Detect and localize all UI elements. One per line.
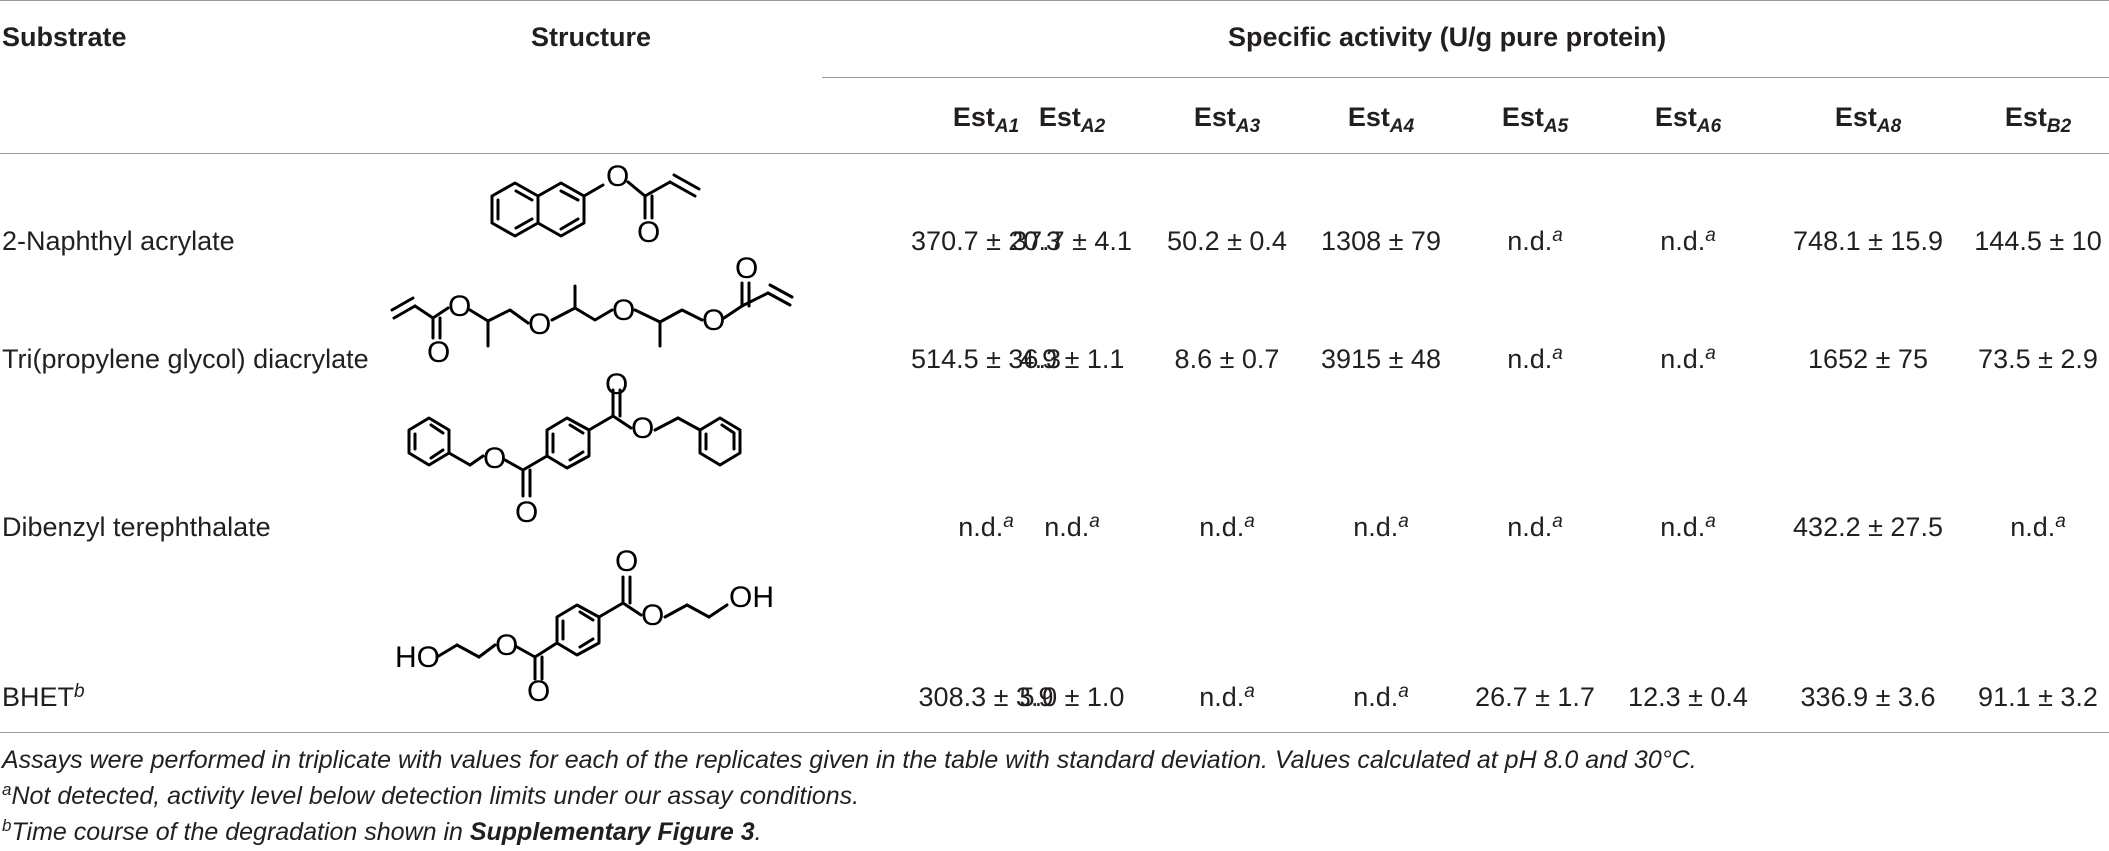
table-cell: n.d.a bbox=[1507, 343, 1563, 374]
table-cell: 91.1 ± 3.2 bbox=[1978, 682, 2098, 712]
table-cell: n.d.a bbox=[1353, 511, 1409, 542]
header-enzyme-a2: EstA2 bbox=[1038, 102, 1106, 137]
header-enzyme-a8: EstA8 bbox=[1834, 102, 1902, 137]
table-cell: n.d.a bbox=[1044, 511, 1100, 542]
oxygen-label: O bbox=[495, 629, 518, 662]
header-structure: Structure bbox=[531, 22, 652, 52]
footnote-a: aNot detected, activity level below dete… bbox=[2, 780, 860, 810]
structure-tri-propylene-glycol-diacrylate: O O O O O O bbox=[390, 252, 794, 369]
table-cell: 5.0 ± 1.0 bbox=[1019, 682, 1125, 712]
table-cell: 73.5 ± 2.9 bbox=[1978, 344, 2098, 374]
table-cell: n.d.a bbox=[1660, 225, 1716, 256]
hydroxyl-label: OH bbox=[729, 581, 774, 614]
table-cell: 4.9 ± 1.1 bbox=[1019, 344, 1125, 374]
oxygen-label: O bbox=[605, 368, 628, 401]
table-cell: 37.7 ± 4.1 bbox=[1012, 226, 1132, 256]
header-enzyme-a5: EstA5 bbox=[1501, 102, 1569, 137]
table-cell: n.d.a bbox=[1199, 511, 1255, 542]
substrate-name: Tri(propylene glycol) diacrylate bbox=[2, 344, 369, 374]
table-cell: 12.3 ± 0.4 bbox=[1628, 682, 1748, 712]
table-cell: n.d.a bbox=[1660, 511, 1716, 542]
substrate-name: Dibenzyl terephthalate bbox=[2, 512, 271, 542]
table-cell: 748.1 ± 15.9 bbox=[1793, 226, 1943, 256]
oxygen-label: O bbox=[612, 294, 635, 327]
oxygen-label: O bbox=[641, 599, 664, 632]
header-enzyme-a1: EstA1 bbox=[952, 102, 1020, 137]
header-enzyme-a6: EstA6 bbox=[1654, 102, 1722, 137]
table-cell: n.d.a bbox=[1353, 681, 1409, 712]
table-cell: 144.5 ± 10 bbox=[1974, 226, 2102, 256]
table-cell: n.d.a bbox=[958, 511, 1014, 542]
oxygen-label: O bbox=[448, 290, 471, 323]
oxygen-label: O bbox=[606, 160, 629, 193]
header-enzyme-b2: EstB2 bbox=[2004, 102, 2072, 137]
header-enzyme-a3: EstA3 bbox=[1193, 102, 1261, 137]
footnote-main: Assays were performed in triplicate with… bbox=[2, 746, 1697, 774]
structure-2-naphthyl-acrylate: O O bbox=[490, 160, 701, 249]
table-cell: n.d.a bbox=[1507, 511, 1563, 542]
header-bottom-rule bbox=[0, 153, 2109, 154]
table-cell: 3915 ± 48 bbox=[1321, 344, 1441, 374]
oxygen-label: O bbox=[702, 304, 725, 337]
oxygen-label: O bbox=[631, 412, 654, 445]
substrate-name: 2-Naphthyl acrylate bbox=[2, 226, 235, 256]
table-cell: n.d.a bbox=[1199, 681, 1255, 712]
table-cell: n.d.a bbox=[1507, 225, 1563, 256]
header-substrate: Substrate bbox=[2, 22, 127, 52]
header-specific-activity: Specific activity (U/g pure protein) bbox=[1228, 22, 1667, 52]
oxygen-label: O bbox=[528, 308, 551, 341]
substrate-name: BHETb bbox=[2, 681, 85, 712]
table-cell: 432.2 ± 27.5 bbox=[1793, 512, 1943, 542]
table-top-rule bbox=[0, 0, 2109, 1]
table-cell: 1308 ± 79 bbox=[1321, 226, 1441, 256]
table-cell: n.d.a bbox=[1660, 343, 1716, 374]
oxygen-label: O bbox=[615, 545, 638, 578]
table-cell: 514.5 ± 36.3 bbox=[911, 344, 1061, 374]
table-cell: 26.7 ± 1.7 bbox=[1475, 682, 1595, 712]
table-bottom-rule bbox=[0, 732, 2109, 733]
table-cell: 8.6 ± 0.7 bbox=[1174, 344, 1280, 374]
structure-bhet: HO O O O O OH bbox=[395, 545, 774, 708]
hydroxyl-label: HO bbox=[395, 641, 440, 674]
oxygen-label: O bbox=[637, 216, 660, 249]
structure-dibenzyl-terephthalate: O O O O bbox=[407, 368, 742, 529]
specific-activity-underline bbox=[822, 77, 2109, 78]
oxygen-label: O bbox=[735, 252, 758, 285]
table-cell: n.d.a bbox=[2010, 511, 2066, 542]
header-enzyme-a4: EstA4 bbox=[1347, 102, 1415, 137]
oxygen-label: O bbox=[427, 336, 450, 369]
oxygen-label: O bbox=[527, 675, 550, 708]
oxygen-label: O bbox=[515, 496, 538, 529]
table-cell: 50.2 ± 0.4 bbox=[1167, 226, 1287, 256]
supplementary-figure-reference: Supplementary Figure 3 bbox=[469, 818, 755, 846]
table-cell: 336.9 ± 3.6 bbox=[1800, 682, 1936, 712]
table-cell: 370.7 ± 20.3 bbox=[911, 226, 1061, 256]
oxygen-label: O bbox=[483, 442, 506, 475]
table-cell: 1652 ± 75 bbox=[1808, 344, 1928, 374]
table-cell: 308.3 ± 3.9 bbox=[918, 682, 1054, 712]
footnote-b: bTime course of the degradation shown in… bbox=[2, 816, 762, 846]
